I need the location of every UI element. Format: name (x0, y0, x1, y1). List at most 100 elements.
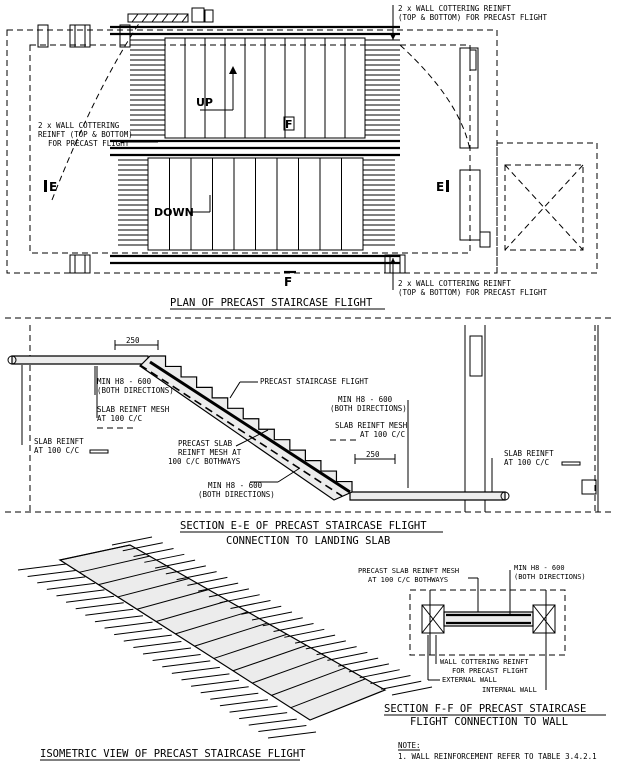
section-ff-cottering-1: WALL COTTERING REINFT (440, 658, 529, 666)
section-ee-slab-reinft-right-2: AT 100 C/C (504, 458, 549, 467)
iso-bar (133, 548, 174, 558)
iso-bar (142, 647, 192, 655)
iso-bar (391, 686, 433, 696)
iso-bar (359, 669, 400, 679)
section-ee-title-2: CONNECTION TO LANDING SLAB (226, 535, 390, 547)
plan-note-bottom-2: (TOP & BOTTOM) FOR PRECAST FLIGHT (398, 288, 547, 297)
section-ff-title-2: FLIGHT CONNECTION TO WALL (410, 716, 568, 728)
iso-steps (59, 544, 366, 709)
iso-step-edge (117, 577, 189, 598)
iso-bar (370, 674, 411, 684)
iso-step-edge (252, 656, 327, 684)
notes-heading: NOTE: (398, 741, 421, 750)
section-ff-minh8-1: MIN H8 - 600 (514, 564, 565, 572)
plan-note-top-2: (TOP & BOTTOM) FOR PRECAST FLIGHT (398, 13, 547, 22)
iso-bar (327, 651, 368, 661)
iso-bar (133, 641, 182, 649)
iso-bar (111, 536, 153, 546)
plan-mark-e-bar-right (446, 180, 449, 192)
section-ff-minh8-2: (BOTH DIRECTIONS) (514, 573, 586, 581)
section-ee-dim-bottom: 250 (366, 450, 380, 459)
iso-bar (230, 599, 271, 609)
iso-bar (17, 563, 67, 571)
iso-bar (165, 565, 206, 575)
iso-step-edge (175, 611, 248, 635)
section-ee-precast-mesh-2: REINFT MESH AT (178, 448, 242, 457)
section-ff-internal-wall: INTERNAL WALL (482, 686, 537, 694)
iso-bar (85, 608, 134, 616)
iso-bar (248, 718, 297, 726)
section-ee-minh8-bot-1: MIN H8 - 600 (208, 481, 263, 490)
section-ee-slab-reinft-left-1: SLAB REINFT (34, 437, 84, 446)
plan-mark-f-box-top (283, 116, 295, 131)
notes-item-1: 1. WALL REINFORCEMENT REFER TO TABLE 3.4… (398, 752, 597, 761)
iso-bar (267, 731, 317, 739)
plan-note-left-1: 2 x WALL COTTERING (38, 121, 120, 130)
plan-note-top-1: 2 x WALL COTTERING REINFT (398, 4, 511, 13)
plan-mark-e-right: E (436, 180, 444, 194)
iso-step-edge (194, 622, 268, 647)
iso-bar (381, 680, 422, 690)
iso-step-edge (156, 600, 229, 623)
iso-bar (251, 611, 293, 621)
iso-bar (104, 621, 153, 629)
notes: NOTE: 1. WALL REINFORCEMENT REFER TO TAB… (398, 741, 597, 761)
section-ee-slab-reinft-right-1: SLAB REINFT (504, 449, 554, 458)
iso-bar (258, 725, 307, 733)
plan-mark-e-left: E (49, 180, 57, 194)
iso-step-edge (79, 555, 150, 573)
iso-bar (241, 605, 282, 615)
section-ee-slab-mesh-right-1: SLAB REINFT MESH (335, 421, 408, 430)
iso-bar (176, 571, 217, 581)
iso-bar (338, 657, 379, 667)
section-ee-slab-mesh-left-1: SLAB REINFT MESH (97, 405, 170, 414)
iso-bar (305, 640, 346, 650)
plan-upper-treads (184, 38, 346, 138)
iso-bar (273, 623, 314, 633)
iso-bar (152, 653, 201, 661)
section-ee-dim-top: 250 (126, 336, 140, 345)
plan-lift-box-inner (504, 164, 584, 251)
iso-bar (284, 628, 325, 638)
iso-bar (219, 594, 260, 604)
plan-mark-f-top: F (285, 118, 293, 131)
iso-bar (219, 699, 268, 707)
iso-bar (294, 634, 336, 644)
plan-lintel-hatch (127, 7, 214, 23)
section-ee-slab-reinft-left-2: AT 100 C/C (34, 446, 79, 455)
iso-bar (66, 595, 115, 603)
iso-bar (187, 576, 228, 586)
iso-bar (46, 582, 95, 590)
plan-outer-boundary (6, 29, 498, 274)
section-ee-minh8-top-2: (BOTH DIRECTIONS) (97, 386, 174, 395)
plan-mark-f-bottom: F (284, 275, 292, 289)
iso-bar (122, 542, 163, 552)
iso-step-edge (59, 544, 131, 561)
iso-bar (123, 634, 172, 642)
iso-bar (94, 615, 143, 623)
section-ee-slab-mesh-right-2: AT 100 C/C (360, 430, 405, 439)
plan-inner-boundary (29, 44, 471, 254)
section-ff-external-wall: EXTERNAL WALL (442, 676, 497, 684)
iso-bar (154, 559, 196, 569)
section-ee: 250 250 MIN H8 - 600 (BOTH DIRECTIONS) S… (5, 317, 615, 547)
iso-bar (162, 660, 211, 668)
plan-lift-cross-2 (504, 164, 584, 251)
plan-reinforcement-bars (118, 39, 400, 246)
plan-door-swing-left (51, 21, 141, 201)
iso-bars (17, 536, 433, 739)
plan-down-label: DOWN (154, 206, 194, 219)
iso-bar (56, 589, 105, 597)
iso-bar (171, 666, 220, 674)
plan-column-stubs (37, 24, 491, 274)
iso-step-edge (271, 667, 346, 696)
section-ee-rebar-1 (149, 360, 351, 494)
section-ee-precast-mesh-1: PRECAST SLAB (178, 439, 233, 448)
iso-bar (316, 646, 357, 656)
iso-bar (75, 602, 124, 610)
iso-bar (37, 576, 86, 584)
section-ee-title-1: SECTION E-E OF PRECAST STAIRCASE FLIGHT (180, 520, 427, 532)
section-ee-opening (469, 335, 483, 377)
section-ff-title-1: SECTION F-F OF PRECAST STAIRCASE (384, 703, 586, 715)
plan-note-bottom-1: 2 x WALL COTTERING REINFT (398, 279, 511, 288)
